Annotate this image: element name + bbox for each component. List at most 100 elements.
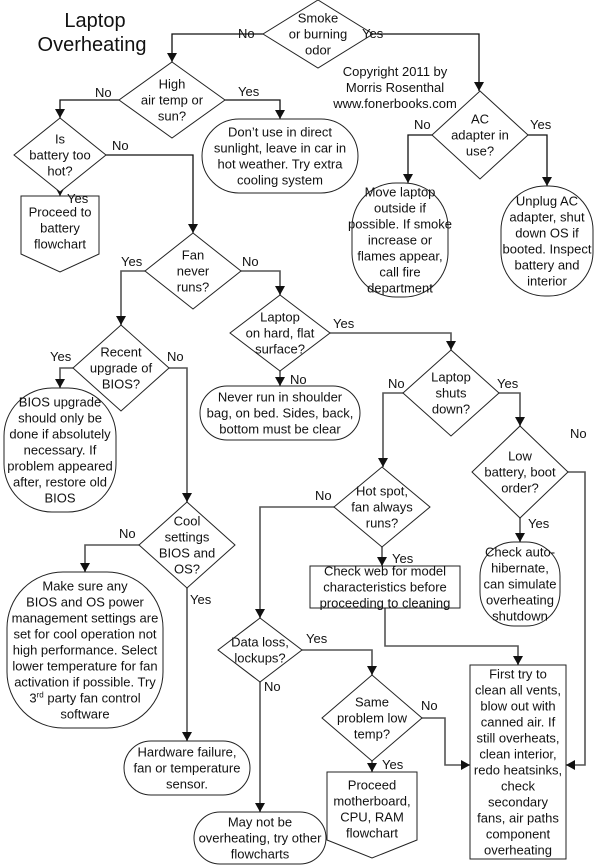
edge-cool-no [84, 544, 139, 572]
node-text-line: runs? [366, 516, 399, 531]
node-text-line: AC [471, 112, 489, 127]
terminal-shape [479, 541, 561, 627]
terminal-shape [199, 385, 361, 441]
edge-web-to-clean [384, 608, 519, 665]
decision-diamond [431, 90, 529, 180]
node-text-line: BIOS upgrade [19, 395, 101, 410]
title-line-2: Overheating [38, 34, 147, 56]
node-text-line: interior [527, 274, 567, 289]
edge-batt-no [106, 154, 194, 233]
edge-hot-no [259, 506, 334, 618]
node-text-line: First try to [489, 667, 547, 682]
node-text-line: fans, air paths [477, 811, 559, 826]
node-text-line: sun? [158, 109, 186, 124]
edge-label-hot-yes: Yes [392, 551, 414, 566]
edge-label-batt-no: No [112, 138, 129, 153]
node-text-line: down? [432, 402, 470, 417]
node-text-line: BIOS and [159, 546, 215, 561]
node-text-line: overheating, try other [199, 831, 323, 846]
arrowhead-icon [182, 493, 192, 502]
node-text-line: set for cool operation not [13, 627, 156, 642]
node-text-line: lockups? [234, 651, 285, 666]
node-text-line: May not be [228, 815, 292, 830]
node-text-line: Fan [182, 248, 204, 263]
node-text-line: upgrade of [90, 361, 153, 376]
node-text-line: department [367, 281, 433, 296]
node-text-line: settings [165, 530, 210, 545]
edge-ac-no [407, 134, 432, 183]
arrowhead-icon [188, 224, 198, 233]
edge-label-fan-yes: Yes [121, 254, 143, 269]
arrowhead-icon [167, 53, 177, 62]
edge-high-no [59, 99, 119, 118]
arrowhead-icon [275, 286, 285, 295]
node-text-line: BIOS and OS power [26, 595, 144, 610]
edge-bios-yes [59, 367, 73, 388]
node-text-line: never [177, 264, 210, 279]
node-text-line: Laptop [431, 370, 471, 385]
decision-diamond [138, 501, 236, 589]
node-text-line: sensor. [166, 777, 208, 792]
edge-label-shuts-no: No [388, 376, 405, 391]
node-text-line: increase or [368, 233, 433, 248]
edge-label-fan-no: No [242, 254, 259, 269]
edge-label-smoke-no: No [238, 26, 255, 41]
edge-label-same-yes: Yes [382, 757, 404, 772]
edge-smoke-no [171, 33, 263, 62]
edge-data-yes [302, 649, 373, 675]
terminal-shape [193, 811, 327, 865]
decision-diamond [321, 674, 423, 762]
node-text-line: blow out with [480, 699, 555, 714]
node-text-line: Same [355, 695, 389, 710]
edge-label-data-no: No [264, 679, 281, 694]
arrowhead-icon [513, 656, 523, 665]
decision-diamond [13, 117, 107, 193]
node-text-line: motherboard, [333, 794, 410, 809]
arrowhead-icon [55, 109, 65, 118]
node-text-line: battery and [514, 258, 579, 273]
node-text-line: Is [55, 132, 66, 147]
decision-diamond [217, 617, 303, 683]
arrowhead-icon [474, 82, 484, 91]
node-text-line: BIOS? [102, 377, 140, 392]
edge-ac-yes [528, 134, 548, 186]
decision-diamond [229, 294, 331, 372]
arrowhead-icon [461, 760, 470, 770]
node-text-line: Smoke [298, 11, 338, 26]
arrowhead-icon [566, 760, 575, 770]
decision-diamond [262, 0, 374, 69]
process-box [469, 664, 567, 860]
node-text-line: overheating [486, 593, 554, 608]
node-text-line: bottom must be clear [219, 422, 341, 437]
arrowhead-icon [255, 803, 265, 812]
copyright-line-3: www.fonerbooks.com [332, 96, 457, 111]
node-text-line: battery [40, 221, 80, 236]
node-text-line: Proceed to [29, 205, 92, 220]
node-text-line: CPU, RAM [340, 810, 404, 825]
edge-label-ac-no: No [414, 117, 431, 132]
node-text-line: 3rd party fan control [29, 691, 140, 706]
node-text-line: on hard, flat [246, 326, 315, 341]
arrowhead-icon [275, 110, 285, 119]
arrowhead-icon [515, 533, 525, 542]
node-text-line: Cool [174, 514, 201, 529]
process-box [309, 565, 461, 609]
edge-flat-yes [330, 332, 452, 350]
node-text-line: cooling system [237, 173, 323, 188]
connectors [55, 33, 586, 812]
edge-shuts-yes [499, 392, 521, 426]
node-text-line: Don’t use in direct [228, 125, 332, 140]
arrowhead-icon [275, 377, 285, 386]
edge-label-ac-yes: Yes [530, 117, 552, 132]
